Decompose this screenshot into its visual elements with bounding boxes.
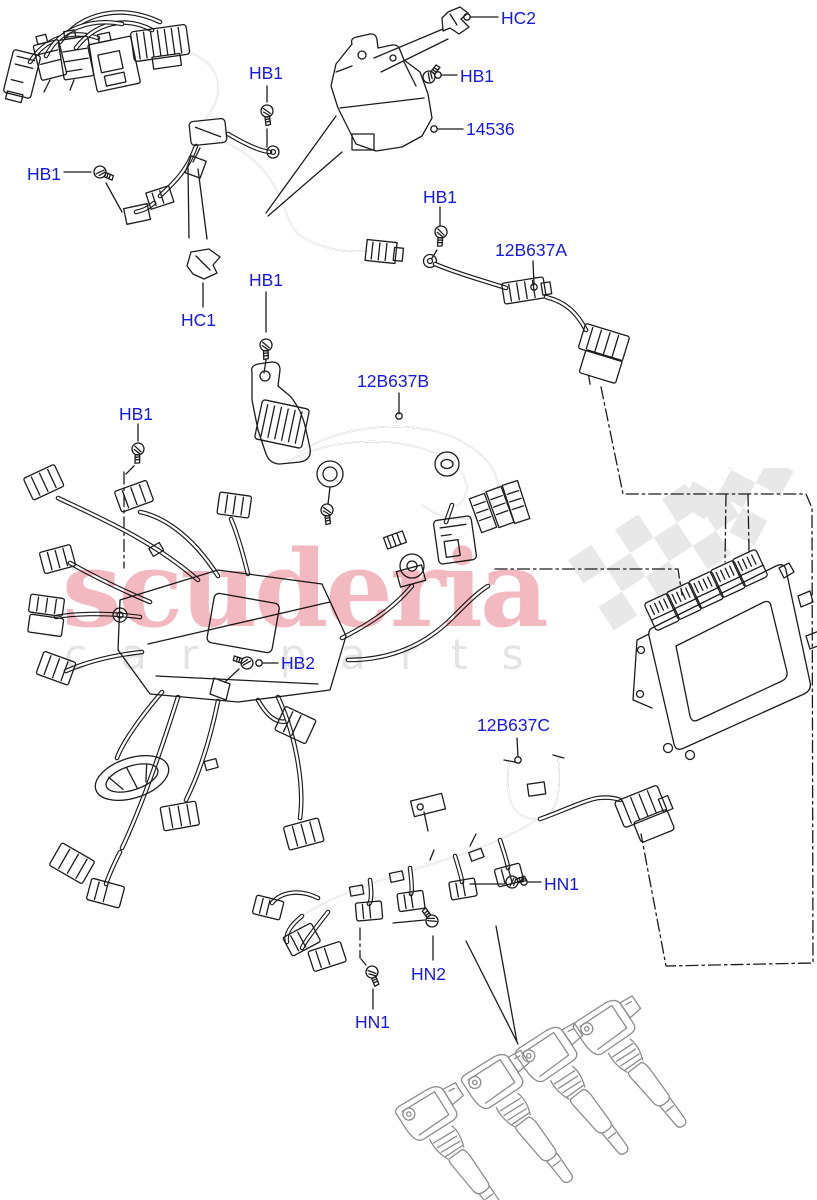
harness-12b637b <box>23 361 531 909</box>
harness-12b637c <box>252 754 675 972</box>
part-label-hb1-a[interactable]: HB1 <box>249 63 284 83</box>
clip-hc2 <box>441 6 470 35</box>
part-label-hb1-e[interactable]: HB1 <box>249 270 284 290</box>
part-label-hc1[interactable]: HC1 <box>181 310 217 330</box>
engine-harness-top-left <box>3 10 405 265</box>
part-label-hb1-c[interactable]: HB1 <box>27 164 62 184</box>
part-label-14536[interactable]: 14536 <box>466 119 515 139</box>
bolt-hb1-d <box>431 224 449 248</box>
bracket-14536 <box>330 33 433 152</box>
clip-hc1 <box>186 248 221 280</box>
bolt-hb2 <box>230 650 256 672</box>
part-label-12b637a[interactable]: 12B637A <box>495 240 568 260</box>
part-label-hb1-d[interactable]: HB1 <box>423 187 458 207</box>
part-label-hb2[interactable]: HB2 <box>281 653 316 673</box>
callout-leaders <box>63 13 542 1010</box>
nut-hn1-a <box>504 872 528 890</box>
ignition-coils <box>392 984 716 1200</box>
part-label-12b637c[interactable]: 12B637C <box>477 715 550 735</box>
part-label-hn1-b[interactable]: HN1 <box>355 1012 391 1032</box>
part-label-hn1-a[interactable]: HN1 <box>544 874 580 894</box>
part-label-hb1-b[interactable]: HB1 <box>460 66 495 86</box>
part-label-12b637b[interactable]: 12B637B <box>357 371 430 391</box>
ecu-module <box>632 549 817 761</box>
harness-12b637a <box>422 253 630 385</box>
red-pointer-lines <box>187 28 519 1045</box>
part-label-hb1-f[interactable]: HB1 <box>119 404 154 424</box>
part-label-hn2[interactable]: HN2 <box>411 964 447 984</box>
bolt-hb1-c <box>91 163 117 186</box>
part-label-hc2[interactable]: HC2 <box>501 8 537 28</box>
nut-hn1-b <box>364 964 383 989</box>
bolt-hb1-e <box>258 337 274 361</box>
bolt-hb1-a <box>260 104 274 127</box>
bolt-hb1-f <box>129 441 146 465</box>
